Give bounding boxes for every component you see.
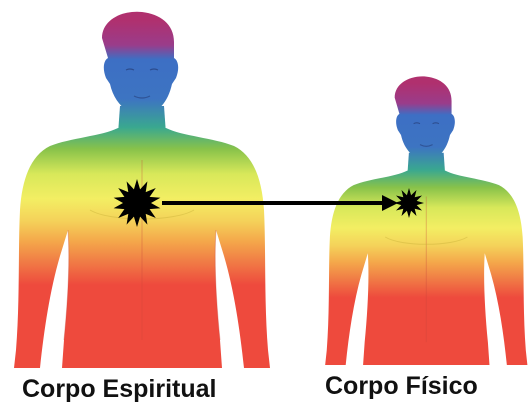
caption-spiritual-body: Corpo Espiritual <box>22 377 216 402</box>
caption-physical-body: Corpo Físico <box>325 374 478 399</box>
physical-body-figure <box>325 76 527 365</box>
